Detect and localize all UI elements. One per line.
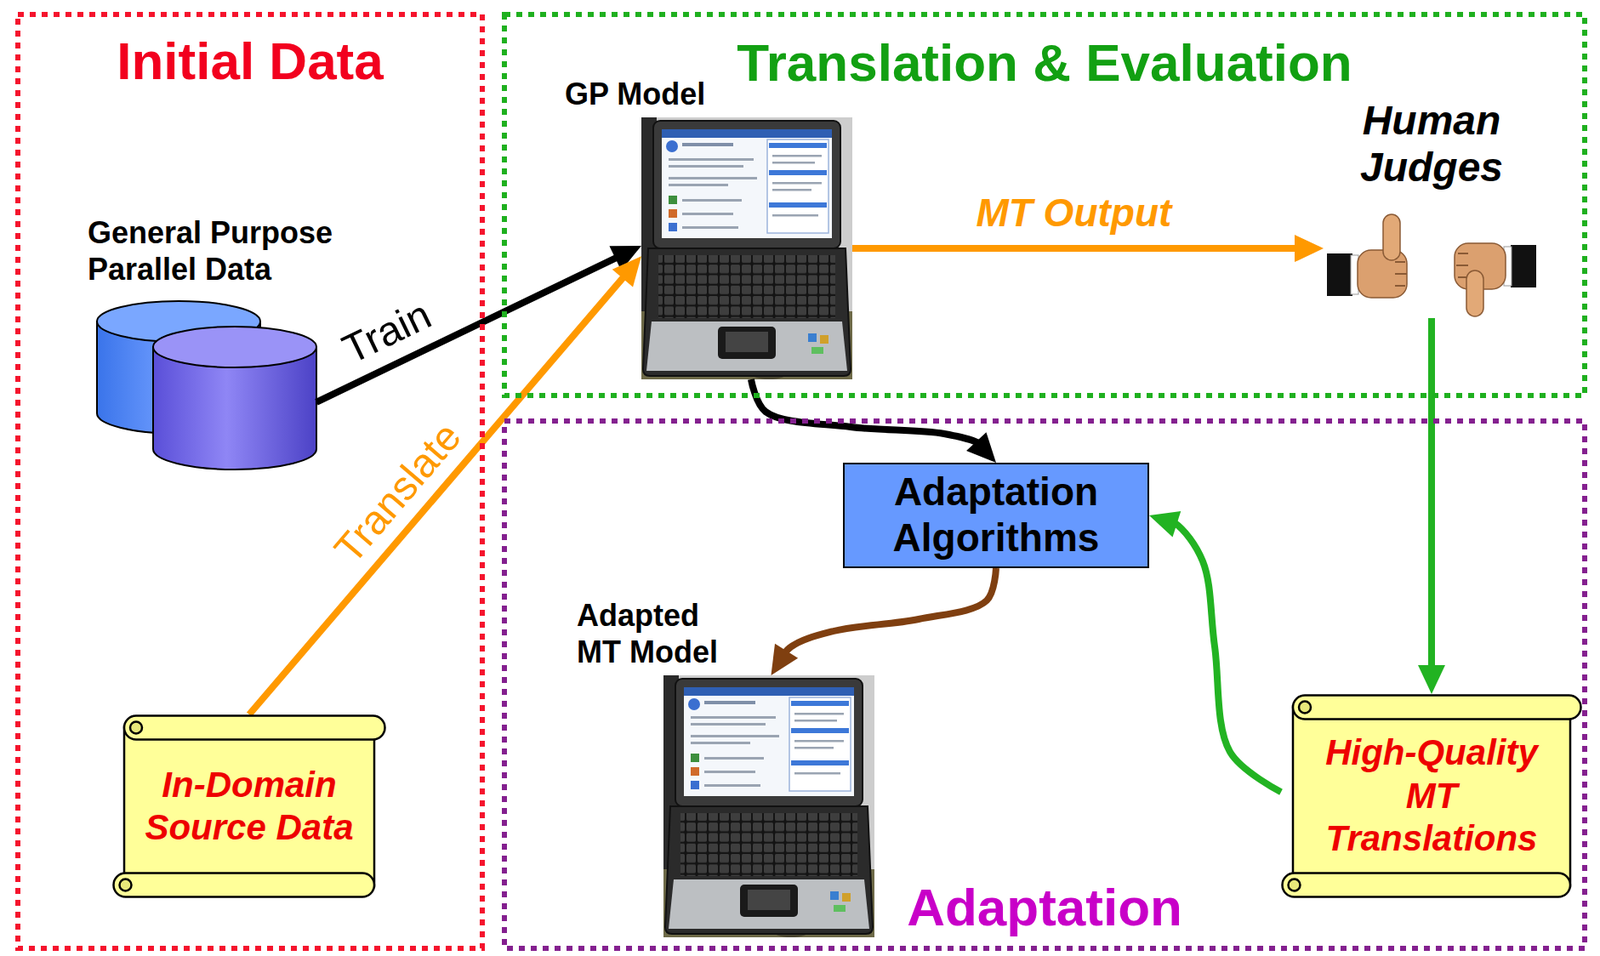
node-heading: Human Judges <box>1323 96 1540 191</box>
scroll-outline <box>112 714 387 899</box>
scroll-roll <box>113 873 376 898</box>
mt-model-laptop: GP Model <box>641 117 853 380</box>
arrowhead <box>1417 665 1446 695</box>
thumbs-down-hand <box>1454 243 1537 317</box>
arrowhead <box>1294 234 1324 262</box>
dashed-border <box>17 14 483 949</box>
connector-group <box>852 234 1324 262</box>
process-box: Adaptation Algorithms <box>842 462 1150 569</box>
region-panel: Adaptation Adaptation AlgorithmsAdapted M… <box>501 418 1588 951</box>
region-title: Translation & Evaluation <box>736 32 1352 93</box>
connector-arrow <box>852 244 1324 252</box>
database-illustration <box>96 301 317 470</box>
scroll-text: In-Domain Source Data <box>132 763 366 850</box>
arrowhead <box>1149 511 1181 537</box>
laptop-photo <box>641 117 853 380</box>
scroll-curl <box>1298 701 1311 714</box>
arrowhead <box>966 432 997 463</box>
connector-arrow <box>1149 515 1282 792</box>
human-judges: Human Judges <box>1323 209 1540 319</box>
scroll-sheet <box>124 726 375 887</box>
box-label: Adaptation Algorithms <box>859 469 1133 562</box>
node-heading: GP Model <box>564 75 820 113</box>
connector-arrow <box>770 568 997 676</box>
scroll-sheet <box>1292 706 1571 887</box>
edge-label: Train <box>335 292 439 373</box>
region-title: Adaptation <box>906 876 1183 938</box>
scroll-roll <box>124 716 386 741</box>
region-title: Initial Data <box>116 30 384 92</box>
laptop-photo <box>663 675 875 938</box>
scroll-curl <box>130 722 143 735</box>
arrowhead <box>770 643 798 676</box>
connector-group <box>1149 511 1282 792</box>
database-cylinder: General Purpose Parallel Data <box>96 301 317 470</box>
scroll-body: High-Quality MT Translations <box>1281 694 1583 899</box>
connector-arrow <box>1428 318 1435 695</box>
connector-group <box>770 568 997 676</box>
mt-model-laptop: Adapted MT Model <box>663 675 875 938</box>
node-heading: Adapted MT Model <box>576 597 747 671</box>
scroll-roll <box>1292 695 1582 720</box>
scroll-curl <box>119 879 132 892</box>
dashed-border <box>504 421 1585 949</box>
scroll-body: In-Domain Source Data <box>112 714 387 899</box>
arrowhead <box>612 256 642 287</box>
document-scroll: In-Domain Source Data <box>112 714 387 899</box>
edge-label: MT Output <box>975 191 1172 235</box>
edge-label: Translate <box>326 414 471 572</box>
connector-group <box>316 245 642 403</box>
node-heading: General Purpose Parallel Data <box>87 214 369 288</box>
connector-group <box>1417 318 1446 695</box>
connector-arrow <box>316 245 642 403</box>
scroll-curl <box>1288 879 1301 892</box>
thumbs-up-hand <box>1326 214 1407 298</box>
scroll-text: High-Quality MT Translations <box>1316 731 1547 860</box>
document-scroll: High-Quality MT Translations <box>1281 694 1583 899</box>
dashed-border <box>504 14 1585 396</box>
scroll-roll <box>1282 873 1572 898</box>
